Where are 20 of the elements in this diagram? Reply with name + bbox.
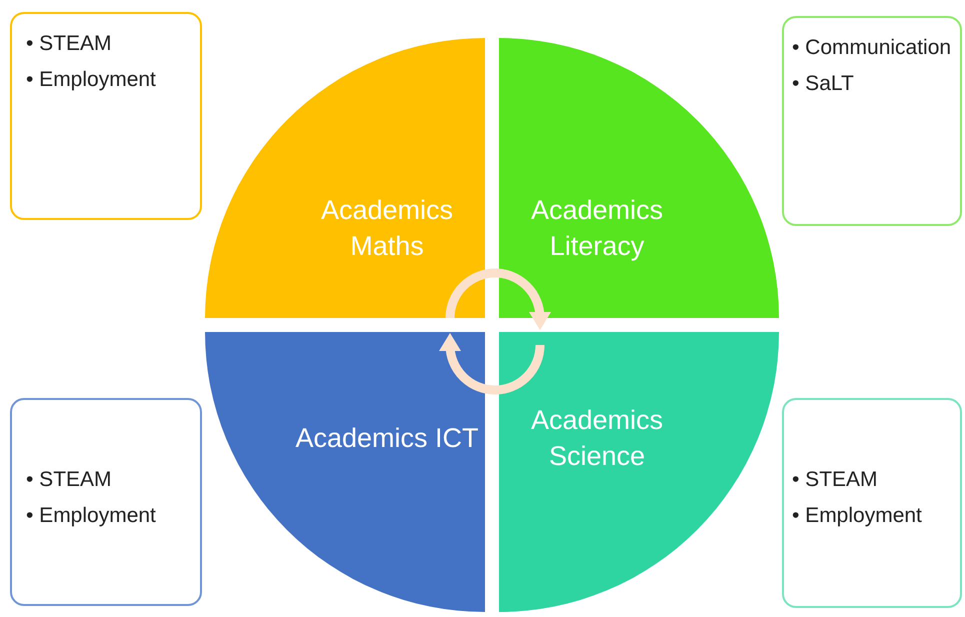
quadrant-label: Academics Literacy — [530, 194, 664, 263]
bullet-item: • STEAM — [26, 467, 113, 493]
quadrant-shape — [205, 332, 485, 612]
bullet-item: • Employment — [26, 67, 156, 93]
bullet-item: • Employment — [26, 503, 156, 529]
bullet-item: • Communication — [792, 35, 952, 61]
text-box — [782, 398, 962, 608]
text-box — [782, 16, 962, 226]
bullet-item: • Employment — [792, 503, 922, 529]
quadrant-label: Academics ICT — [294, 422, 480, 455]
quadrant-label: Academics Science — [530, 404, 664, 473]
text-box — [10, 398, 202, 606]
bullet-item: • STEAM — [26, 31, 113, 57]
quadrant-label: Academics Maths — [320, 194, 454, 263]
text-box — [10, 12, 202, 220]
bullet-item: • SaLT — [792, 71, 855, 97]
quadrant-shape — [499, 38, 779, 318]
bullet-item: • STEAM — [792, 467, 879, 493]
quadrant-shape — [205, 38, 485, 318]
quadrant-shape — [499, 332, 779, 612]
